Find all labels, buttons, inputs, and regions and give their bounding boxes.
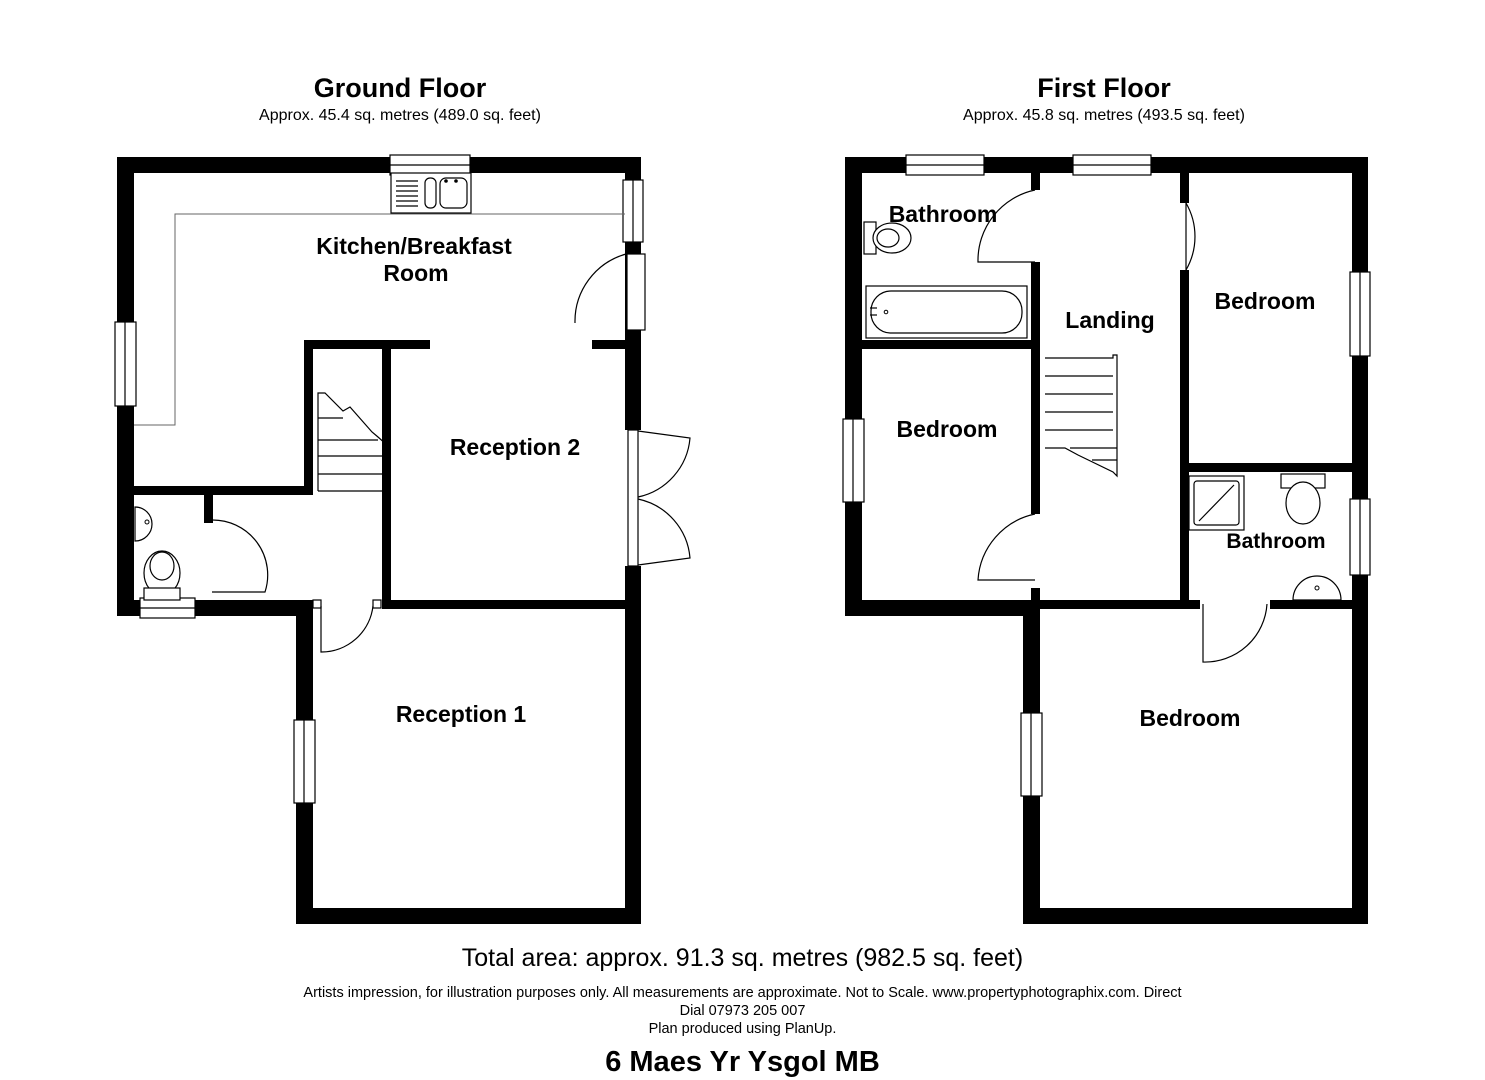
first-floor-bathroom-fixtures [863, 221, 1342, 601]
first-floor-area: Approx. 45.8 sq. metres (493.5 sq. feet) [963, 107, 1245, 124]
room-label-kitchen-breakfast: Kitchen/Breakfast [316, 233, 512, 259]
ground-floor-title: Ground Floor [314, 73, 487, 103]
ground-floor-windows [114, 154, 644, 804]
ground-floor-wc-fixtures [134, 506, 181, 601]
ground-floor-doors [211, 253, 691, 653]
room-label-bedroom-left: Bedroom [897, 416, 998, 442]
room-label-ensuite-bathroom: Bathroom [1226, 530, 1325, 553]
property-address: 6 Maes Yr Ysgol MB [605, 1046, 880, 1078]
ground-floor-kitchen-units [134, 172, 625, 426]
room-label-first-floor-bathroom: Bathroom [889, 201, 998, 227]
first-floor-title: First Floor [1037, 73, 1171, 103]
disclaimer: Artists impression, for illustration pur… [0, 984, 1485, 1038]
disclaimer-line-3: Plan produced using PlanUp. [648, 1021, 837, 1037]
first-floor-windows [842, 154, 1371, 797]
room-label-kitchen-room: Room [383, 260, 448, 286]
disclaimer-line-2: Dial 07973 205 007 [679, 1003, 806, 1019]
room-label-reception-1: Reception 1 [396, 701, 527, 727]
room-label-bedroom-main: Bedroom [1140, 705, 1241, 731]
first-floor-plan: First Floor Approx. 45.8 sq. metres (493… [842, 73, 1371, 924]
room-label-bedroom-right: Bedroom [1215, 288, 1316, 314]
room-label-landing: Landing [1065, 307, 1154, 333]
ground-floor-plan: Ground Floor Approx. 45.4 sq. metres (48… [114, 73, 691, 924]
first-floor-doors [977, 189, 1268, 663]
room-label-reception-2: Reception 2 [450, 434, 580, 460]
ground-floor-stairs [317, 392, 389, 492]
first-floor-stairs [1045, 354, 1118, 478]
ground-floor-area: Approx. 45.4 sq. metres (489.0 sq. feet) [259, 107, 541, 124]
disclaimer-line-1: Artists impression, for illustration pur… [303, 985, 1182, 1001]
ground-floor-walls [117, 157, 641, 924]
total-area: Total area: approx. 91.3 sq. metres (982… [461, 944, 1024, 972]
